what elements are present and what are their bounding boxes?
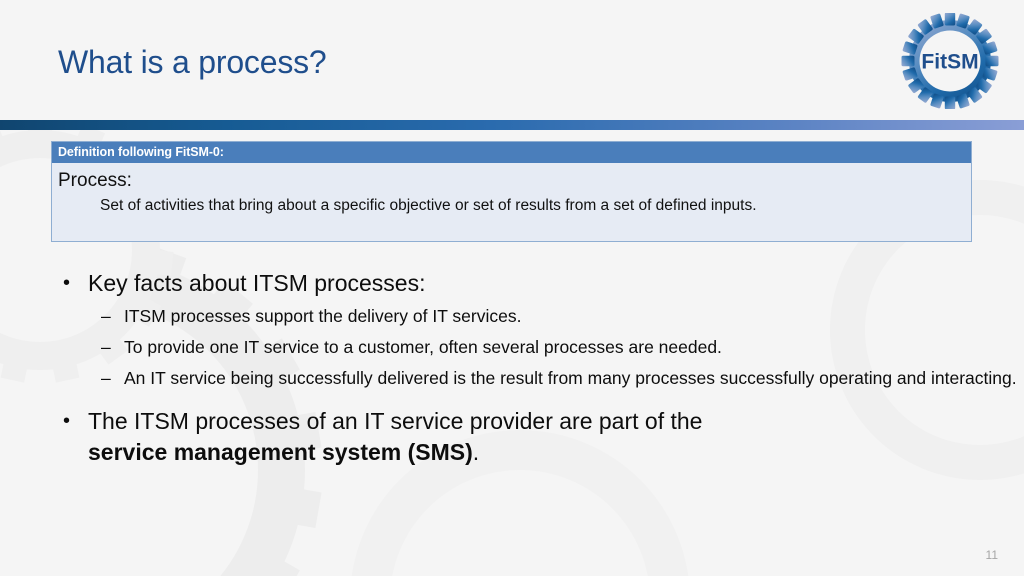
definition-box: Definition following FitSM-0: Process: S… <box>51 141 972 242</box>
dash-marker-icon: – <box>101 306 111 326</box>
bullet-text: Key facts about ITSM processes: <box>88 270 426 296</box>
slide-header: What is a process? <box>0 0 1024 120</box>
fitsm-logo-text: FitSM <box>921 51 978 74</box>
sub-bullet-item-successful-delivery: – An IT service being successfully deliv… <box>0 366 1024 391</box>
sub-bullet-item-itsm-support: – ITSM processes support the delivery of… <box>0 304 1024 329</box>
bullet-marker-icon: • <box>63 272 71 294</box>
bullet-text-line2: service management system (SMS). <box>88 437 1024 468</box>
bullet-text-line1: The ITSM processes of an IT service prov… <box>88 408 703 434</box>
sub-bullet-text: To provide one IT service to a customer,… <box>124 337 722 357</box>
sms-bold-text: service management system (SMS) <box>88 439 473 465</box>
dash-marker-icon: – <box>101 368 111 388</box>
dash-marker-icon: – <box>101 337 111 357</box>
definition-text: Set of activities that bring about a spe… <box>100 197 757 214</box>
header-divider-bar <box>0 120 1024 130</box>
sub-bullet-list: – ITSM processes support the delivery of… <box>0 304 1024 391</box>
sms-tail-text: . <box>472 439 480 465</box>
bullet-item-key-facts: • Key facts about ITSM processes: <box>0 268 1024 299</box>
sub-bullet-item-several-processes: – To provide one IT service to a custome… <box>0 335 1024 360</box>
page-title: What is a process? <box>58 44 327 80</box>
sub-bullet-text: ITSM processes support the delivery of I… <box>124 306 522 326</box>
fitsm-gear-logo: FitSM <box>901 13 999 109</box>
bullet-marker-icon: • <box>63 410 71 432</box>
page-number: 11 <box>985 548 998 562</box>
definition-term: Process: <box>58 170 132 191</box>
definition-box-header: Definition following FitSM-0: <box>52 142 971 163</box>
content-bullet-list: • Key facts about ITSM processes: – ITSM… <box>0 268 1024 470</box>
bullet-item-sms: • The ITSM processes of an IT service pr… <box>0 406 1024 468</box>
sub-bullet-text: An IT service being successfully deliver… <box>124 368 1017 388</box>
definition-box-body: Process: Set of activities that bring ab… <box>52 163 971 241</box>
